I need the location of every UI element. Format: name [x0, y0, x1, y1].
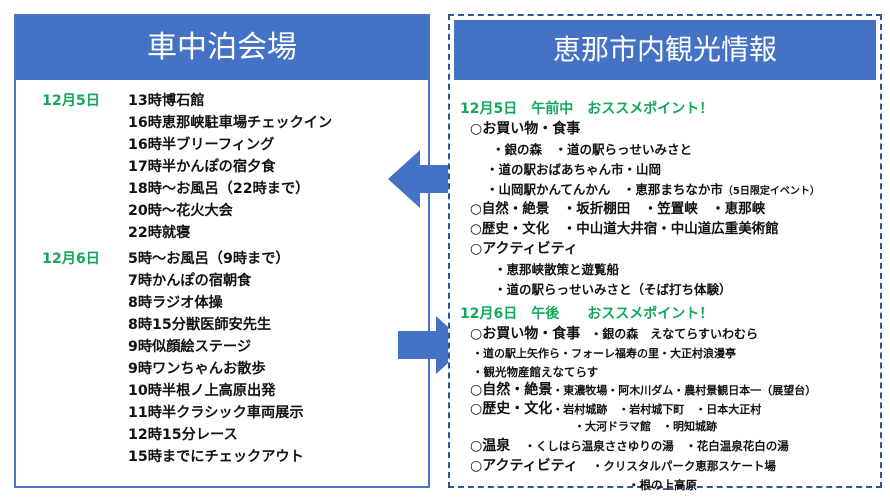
schedule-item: 12時15分レース	[128, 427, 238, 443]
schedule-item: 17時半かんぽの宿夕食	[128, 159, 276, 175]
pm-shop-line: ・道の駅上矢作ら・フォーレ福寿の里・大正村浪漫亭	[472, 347, 736, 360]
pm-shop-line: ・観光物産館えなてらす	[472, 365, 599, 379]
pm-shop-heading: ○お買い物・食事・銀の森 えなてらすいわむら	[470, 326, 758, 342]
schedule-item: 18時～お風呂（22時まで）	[128, 181, 310, 197]
pm-onsen: ○温泉・くしはら温泉ささゆりの湯 ・花白温泉花白の湯	[470, 438, 789, 454]
day2-schedule: 12月6日 5時～お風呂（9時まで） 7時かんぽの宿朝食 8時ラジオ体操 8時15…	[42, 248, 422, 468]
limited-event-note: （5日限定イベント）	[722, 186, 820, 197]
tourism-title: 恵那市内観光情報	[454, 20, 876, 80]
pm-nature: ○自然・絶景・東濃牧場・阿木川ダム・農村景観日本一（展望台）	[470, 382, 817, 398]
am-activity-heading: ○アクティビティ	[470, 241, 578, 257]
schedule-item: 9時ワンちゃんお散歩	[128, 361, 266, 377]
day2-date: 12月6日	[42, 251, 100, 267]
schedule-item: 11時半クラシック車両展示	[128, 405, 304, 421]
schedule-item: 10時半根ノ上高原出発	[128, 383, 276, 399]
pm-history: ○歴史・文化・岩村城跡 ・岩村城下町 ・日本大正村	[470, 401, 762, 417]
day1-date: 12月5日	[42, 93, 100, 109]
pm-header: 12月6日 午後 おススメポイント！	[460, 306, 714, 322]
am-shop-line: ・銀の森 ・道の駅らっせいみさと	[492, 142, 693, 157]
pm-history-line: ・大河ドラマ館 ・明知城跡	[574, 420, 717, 433]
schedule-item: 20時～花火大会	[128, 203, 233, 219]
schedule-item: 8時15分獣医師安先生	[128, 317, 272, 333]
venue-panel: 車中泊会場 12月5日 13時博石館 16時恵那峡駐車場チェックイン 16時半ブリ…	[14, 14, 430, 488]
am-shop-heading: ○お買い物・食事	[470, 121, 581, 137]
tourism-panel: 恵那市内観光情報 12月5日 午前中 おススメポイント！ ○お買い物・食事 ・銀…	[448, 14, 882, 492]
venue-title: 車中泊会場	[16, 16, 428, 80]
am-activity-line: ・恵那峡散策と遊覧船	[494, 262, 620, 277]
schedule-item: 15時までにチェックアウト	[128, 449, 304, 465]
am-history: ○歴史・文化 ・中山道大井宿・中山道広重美術館	[470, 221, 779, 237]
schedule-item: 13時博石館	[128, 93, 205, 109]
am-nature: ○自然・絶景 ・坂折棚田 ・笠置峡 ・恵那峡	[470, 201, 766, 217]
pm-activity-line: ・根の上高原	[628, 478, 697, 492]
schedule-item: 22時就寝	[128, 225, 191, 241]
am-shop-line: ・山岡駅かんてんかん ・恵那まちなか市（5日限定イベント）	[486, 182, 820, 197]
am-activity-line: ・道の駅らっせいみさと（そば打ち体験）	[494, 282, 732, 297]
schedule-item: 8時ラジオ体操	[128, 295, 223, 311]
schedule-item: 16時半ブリーフィング	[128, 137, 275, 153]
am-header: 12月5日 午前中 おススメポイント！	[460, 101, 714, 117]
schedule-item: 5時～お風呂（9時まで）	[128, 251, 290, 267]
schedule-item: 9時似顔絵ステージ	[128, 339, 252, 355]
schedule-item: 7時かんぽの宿朝食	[128, 273, 252, 289]
am-shop-line: ・道の駅おばあちゃん市・山岡	[486, 162, 662, 177]
pm-activity: ○アクティビティ・クリスタルパーク恵那スケート場	[470, 458, 776, 474]
schedule-item: 16時恵那峡駐車場チェックイン	[128, 115, 333, 131]
arrow-left-icon	[388, 150, 458, 208]
